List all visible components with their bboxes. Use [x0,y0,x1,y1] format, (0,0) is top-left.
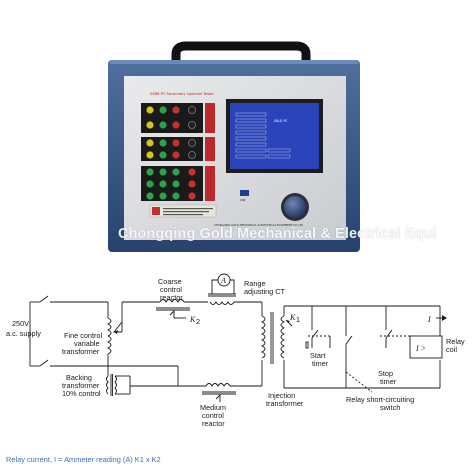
medium-label-1: Medium [200,403,226,412]
injection-label-1: Injection [268,391,295,400]
terminal-sockets[interactable] [146,106,196,200]
injection-schematic: 250V a.c. supply Fine control variable t… [6,273,465,464]
current-symbol: I [427,315,431,324]
k2-subscript: 2 [196,317,200,326]
secondary-loop [283,305,441,389]
ammeter: A [217,273,231,287]
screen-brand: GOLD-PC [274,119,288,123]
ammeter-symbol: A [220,276,226,285]
backing-label-2: transformer [62,381,100,390]
range-adjusting-ct [208,279,236,305]
fine-label-1: Fine control [64,331,103,340]
rotary-knob[interactable] [281,193,309,221]
usb-port[interactable]: USB [240,190,249,202]
supply-switch [29,295,108,367]
start-label-1: Start [310,351,325,360]
carry-handle [171,41,311,62]
coarse-label-1: Coarse [158,277,182,286]
maker-line: CHONGQING GOLD MECHANICAL & ELECTRICAL E… [214,223,303,227]
range-label-1: Range [244,279,266,288]
short-label-2: switch [380,403,400,412]
medium-label-3: reactor [202,419,225,428]
medium-control-reactor [178,360,263,402]
backing-transformer [106,366,131,396]
injection-transformer [260,312,293,364]
range-label-2: adjusting CT [244,287,286,296]
coarse-label-2: control [160,285,182,294]
medium-label-2: control [202,411,224,420]
lcd-display: GOLD-PC [226,99,323,173]
start-timer [305,306,331,349]
stop-timer [380,306,404,348]
supply-label-2: a.c. supply [6,329,41,338]
relay-coil: I > [404,335,443,359]
panel-title: SX6R-PC Secondary Injection Tester [150,92,215,96]
relay-symbol: I > [415,344,426,353]
fine-label-3: transformer [62,347,100,356]
backing-label-3: 10% control [62,389,101,398]
usb-label: USB [240,198,246,202]
stop-label-2: timer [380,377,397,386]
test-set-photo: SX6R-PC Secondary Injection Tester [108,41,360,252]
k1-symbol: K [289,313,296,322]
fine-control-transformer [106,302,123,366]
k1-subscript: 1 [296,315,300,324]
stop-label-1: Stop [378,369,393,378]
coarse-control-reactor [156,299,190,319]
relay-label-1: Relay [446,337,465,346]
relay-short-circuit-switch [345,306,373,393]
watermark-text: Chongqing Gold Mechanical & Electrical E… [118,226,437,242]
k2-symbol: K [189,315,196,324]
start-label-2: timer [312,359,329,368]
injection-label-2: transformer [266,399,304,408]
relay-label-2: coil [446,345,457,354]
short-label-1: Relay short-circuiting [346,395,414,404]
fine-label-2: variable [74,339,100,348]
supply-label-1: 250V [12,319,29,328]
backing-label-1: Backing [66,373,92,382]
diagram-caption: Relay current, I = Ammeter reading (A) K… [6,455,161,464]
coarse-label-3: reactor [160,293,183,302]
warning-label [149,204,217,218]
